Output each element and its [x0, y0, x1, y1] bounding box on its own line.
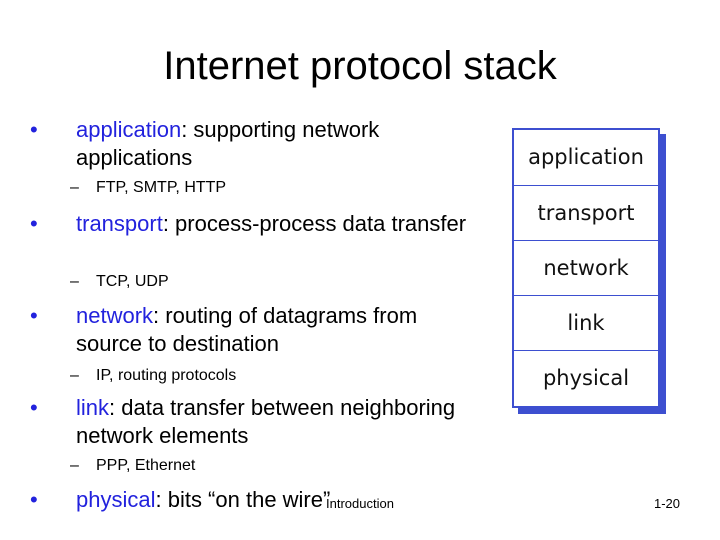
sub-dash: – [70, 367, 79, 384]
page-number: 1-20 [653, 496, 680, 511]
bullet-description: : routing of datagrams from source to de… [76, 303, 418, 356]
bullet-text: physical: bits “on the wire” [76, 486, 476, 514]
stack-layer-physical: physical [514, 350, 658, 406]
slide-title: Internet protocol stack [163, 44, 557, 88]
bullet-dot: • [30, 211, 38, 236]
bullet-description: : process-process data transfer [162, 211, 467, 236]
bullet-dot: • [30, 117, 38, 142]
stack-box: application transport network link physi… [512, 128, 660, 408]
bullet-term: transport [76, 211, 163, 236]
bullet-text: network: routing of datagrams from sourc… [76, 302, 476, 358]
sub-bullet-link: –PPP, Ethernet [70, 456, 195, 476]
bullet-term: physical [76, 487, 156, 512]
sub-bullet-application: –FTP, SMTP, HTTP [70, 178, 226, 198]
stack-layer-transport: transport [514, 185, 658, 241]
bullet-description: : supporting network applications [76, 117, 380, 170]
bullet-text: transport: process-process data transfer [76, 210, 476, 238]
protocol-stack-diagram: application transport network link physi… [512, 128, 666, 414]
sub-dash: – [70, 179, 79, 196]
bullet-term: link [76, 395, 110, 420]
bullet-text: link: data transfer between neighboring … [76, 394, 476, 450]
stack-layer-network: network [514, 240, 658, 296]
bullet-description: : bits “on the wire” [155, 487, 331, 512]
bullet-dot: • [30, 395, 38, 420]
bullet-term: application [76, 117, 182, 142]
bullet-dot: • [30, 303, 38, 328]
bullet-dot: • [30, 487, 38, 512]
sub-bullet-transport: –TCP, UDP [70, 272, 169, 292]
sub-bullet-network: –IP, routing protocols [70, 366, 236, 386]
stack-layer-application: application [528, 145, 644, 169]
bullet-term: network [76, 303, 154, 328]
sub-bullet-text: PPP, Ethernet [96, 457, 196, 474]
stack-layer-link: link [514, 295, 658, 351]
footer-label: Introduction [326, 496, 394, 511]
bullet-text: application: supporting network applicat… [76, 116, 476, 172]
sub-dash: – [70, 273, 79, 290]
sub-bullet-text: TCP, UDP [96, 273, 169, 290]
sub-bullet-text: FTP, SMTP, HTTP [96, 179, 227, 196]
sub-bullet-text: IP, routing protocols [96, 367, 237, 384]
bullet-description: : data transfer between neighboring netw… [76, 395, 456, 448]
sub-dash: – [70, 457, 79, 474]
